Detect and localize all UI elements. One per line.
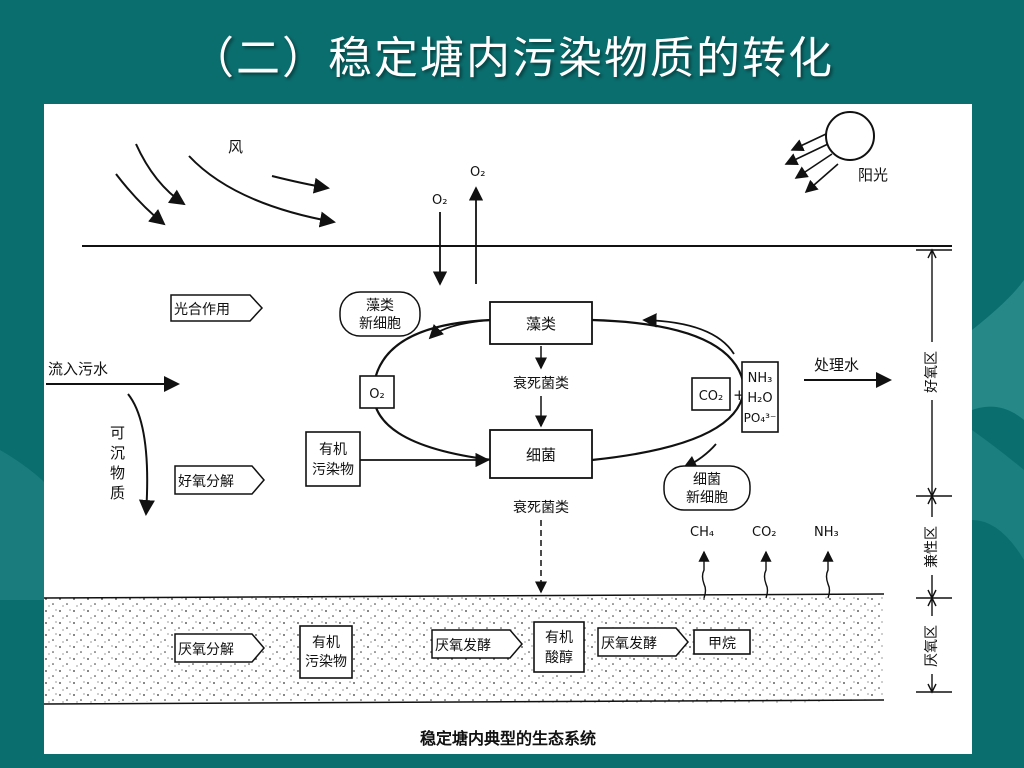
zone-facultative-label: 兼性区 — [924, 526, 940, 568]
bacteria-label: 细菌 — [526, 446, 556, 464]
methane-label: 甲烷 — [708, 636, 736, 652]
o2-box-label: O₂ — [369, 387, 384, 402]
svg-text:CH₄: CH₄ — [690, 525, 714, 540]
algae-box — [489, 301, 593, 345]
organic-pollutant-line1: 有机 — [319, 442, 347, 458]
o2-in-label: O₂ — [432, 193, 447, 208]
diagram-canvas: 风 阳光 O₂ O₂ 光合作用 藻类 新细胞 藻类 衰死菌类 O₂ 流入污水 — [43, 111, 952, 748]
o2-box — [359, 375, 395, 409]
organic-acid-line2: 酸醇 — [545, 649, 573, 666]
anaerobic-decomp-label: 厌氧分解 — [178, 642, 234, 658]
wind-arrows — [115, 143, 336, 228]
sediment-organic-line2: 污染物 — [305, 654, 347, 670]
co2-box — [691, 377, 731, 411]
organic-pollutant-line2: 污染物 — [312, 462, 354, 478]
gas-release: CH₄ CO₂ NH₃ — [690, 525, 839, 599]
treated-water-label: 处理水 — [814, 356, 859, 374]
svg-text:沉: 沉 — [110, 444, 125, 462]
organic-pollutant-box — [305, 431, 361, 487]
bacteria-new-cells-line1: 细菌 — [693, 472, 721, 488]
photosynthesis-box — [170, 294, 264, 322]
wind-label: 风 — [228, 138, 243, 156]
zone-anaerobic-label: 厌氧区 — [924, 625, 940, 667]
dead-bacteria-label: 衰死菌类 — [513, 499, 569, 516]
bacteria-box — [489, 429, 593, 479]
algae-new-cells-bubble — [339, 291, 421, 337]
sediment-organic-line1: 有机 — [312, 635, 340, 651]
algae-new-cells-line1: 藻类 — [366, 298, 394, 314]
anaerobic-decomp-box — [174, 633, 265, 663]
sun-icon — [784, 111, 875, 194]
anaerobic-ferment-label-1: 厌氧发酵 — [435, 638, 491, 654]
co2-box-label: CO₂ — [699, 389, 724, 404]
aerobic-decomp-label: 好氧分解 — [178, 474, 234, 490]
inflow-label: 流入污水 — [48, 360, 108, 378]
sediment-organic-box — [299, 625, 353, 679]
svg-text:物: 物 — [110, 464, 125, 482]
svg-text:质: 质 — [110, 484, 125, 502]
bacteria-new-cells-bubble — [663, 465, 751, 511]
anaerobic-ferment-box-2 — [597, 627, 689, 657]
settleable-label: 可 沉 物 质 — [110, 424, 125, 502]
svg-text:可: 可 — [110, 424, 125, 442]
photosynthesis-label: 光合作用 — [174, 302, 230, 318]
methane-box — [693, 629, 751, 655]
o2-out-label: O₂ — [470, 165, 485, 180]
zone-aerobic-label: 好氧区 — [924, 351, 940, 393]
aerobic-decomp-box — [174, 465, 265, 495]
nutrient-h2o: H₂O — [747, 391, 772, 406]
diagram-caption: 稳定塘内典型的生态系统 — [420, 729, 596, 748]
svg-text:NH₃: NH₃ — [814, 525, 839, 540]
settleable-arrow — [127, 393, 155, 516]
dead-algae-label: 衰死菌类 — [513, 375, 569, 392]
organic-acid-line1: 有机 — [545, 630, 573, 646]
sunlight-label: 阳光 — [858, 166, 888, 184]
nutrients-box — [741, 361, 779, 433]
bacteria-new-cells-line2: 新细胞 — [686, 490, 728, 506]
nutrient-nh3: NH₃ — [748, 371, 773, 386]
anaerobic-ferment-box-1 — [431, 629, 523, 659]
ecosystem-diagram: 风 阳光 O₂ O₂ 光合作用 藻类 新细胞 藻类 衰死菌类 O₂ 流入污水 — [43, 104, 972, 754]
algae-label: 藻类 — [526, 315, 556, 333]
algae-new-cells-line2: 新细胞 — [359, 316, 401, 332]
organic-acid-box — [533, 621, 585, 673]
slide-title: （二）稳定塘内污染物质的转化 — [190, 33, 834, 84]
anaerobic-ferment-label-2: 厌氧发酵 — [601, 636, 657, 652]
svg-text:CO₂: CO₂ — [752, 525, 777, 540]
nutrient-po4: PO₄³⁻ — [744, 411, 777, 425]
